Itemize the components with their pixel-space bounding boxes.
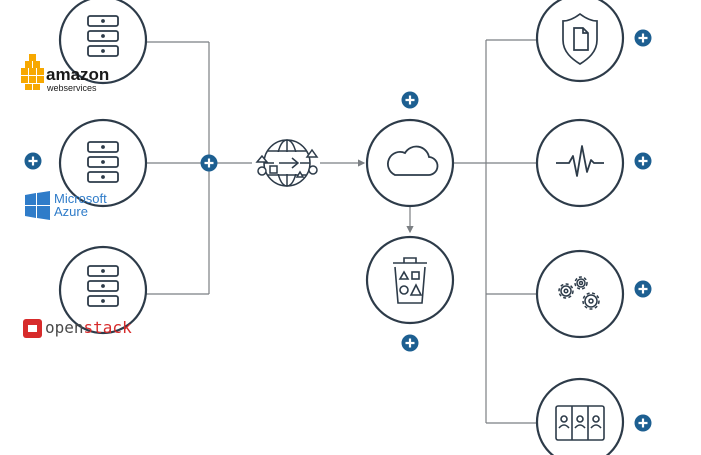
trash-shapes-icon <box>393 257 427 304</box>
trash-node[interactable] <box>365 235 455 325</box>
server-stack-icon <box>87 15 119 57</box>
connector-lines <box>146 39 538 424</box>
amazon-cubes-icon <box>21 54 44 90</box>
openstack-square-icon <box>23 319 42 338</box>
plus-icon[interactable] <box>200 154 218 172</box>
amazon-wordmark: amazon <box>46 65 109 84</box>
plus-icon[interactable] <box>401 91 419 109</box>
server-stack-icon <box>87 141 119 183</box>
amazon-subtitle: webservices <box>46 83 97 93</box>
document-shield-icon <box>562 12 598 66</box>
plus-icon[interactable] <box>24 152 42 170</box>
openstack-logo: openstack <box>23 318 132 338</box>
server-stack-icon <box>87 265 119 307</box>
pulse-icon <box>556 145 604 177</box>
server-node[interactable] <box>58 245 148 335</box>
gears-icon <box>558 276 600 310</box>
users-panel-icon <box>555 405 605 441</box>
users-node[interactable] <box>535 377 625 455</box>
gears-node[interactable] <box>535 249 625 339</box>
plus-icon[interactable] <box>401 334 419 352</box>
plus-icon[interactable] <box>634 414 652 432</box>
amazon-logo: amazon webservices <box>21 54 109 93</box>
azure-wordmark-line1: Microsoft <box>54 191 107 206</box>
openstack-wordmark: openstack <box>45 318 132 337</box>
cloud-node[interactable] <box>365 118 455 208</box>
plus-icon[interactable] <box>634 152 652 170</box>
plus-icon[interactable] <box>634 280 652 298</box>
azure-logo: Microsoft Azure <box>25 191 107 220</box>
shapes-network-icon[interactable] <box>255 139 319 187</box>
windows-icon <box>25 191 50 220</box>
plus-icon[interactable] <box>634 29 652 47</box>
cloud-icon <box>387 145 439 176</box>
azure-wordmark-line2: Azure <box>54 204 88 219</box>
document-node[interactable] <box>535 0 625 83</box>
